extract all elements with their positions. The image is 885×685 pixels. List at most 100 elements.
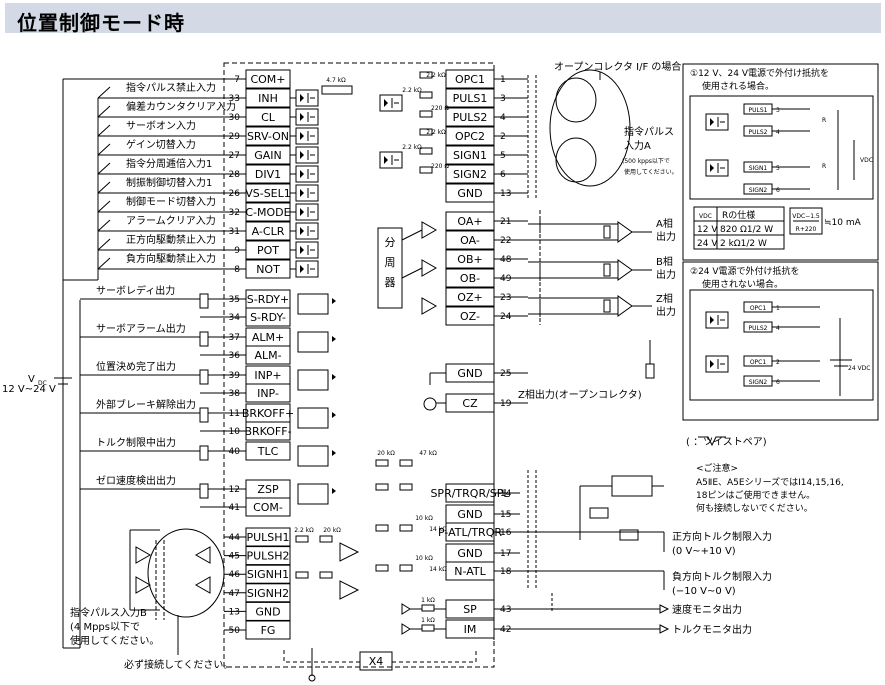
analog-gnd: GND [457, 547, 482, 560]
ext1-pin-number: 5 [776, 165, 780, 172]
pin-number: 12 [229, 485, 240, 495]
output-label: ゼロ速度検出出力 [96, 474, 176, 487]
divider-label: 周 [385, 256, 396, 269]
torque-plus-label: 正方向トルク制限入力 [672, 530, 772, 543]
input-label: 制振制御切替入力1 [126, 176, 212, 189]
resistor-label: 10 kΩ [415, 555, 433, 562]
z-phase-label: Z相 [656, 292, 673, 305]
resistor-label: 47 kΩ [419, 450, 437, 457]
input-label: 制御モード切替入力 [126, 195, 216, 208]
resistor-icon [319, 535, 333, 543]
pin-number: 40 [229, 447, 241, 457]
input-com+: COM+ [250, 73, 285, 86]
input-label: 指令分周逓倍入力1 [126, 157, 212, 170]
photocoupler-icon [295, 165, 319, 183]
pin-number: 35 [229, 295, 240, 305]
resistor-icon [399, 459, 413, 467]
a-phase-label: 出力 [656, 230, 676, 243]
pin-box [245, 441, 291, 461]
output-transistor-icon [297, 407, 329, 429]
ext1-pin-number: 6 [776, 187, 780, 194]
torque-plus-range: (0 V~+10 V) [672, 546, 736, 557]
resistor-label: 20 kΩ [323, 527, 341, 534]
output-label: サーボレディ出力 [96, 284, 175, 297]
pin-number: 43 [500, 605, 511, 615]
pin-number: 16 [500, 528, 512, 538]
input-label: 負方向駆動禁止入力 [126, 252, 216, 265]
output-s-rdy-: S-RDY- [250, 311, 286, 324]
input-a-clr: A-CLR [252, 225, 285, 238]
pin-number: 4 [500, 113, 506, 123]
note-text: 何も接続しないでください。 [696, 502, 813, 514]
pin-box [445, 69, 495, 89]
photocoupler-icon [379, 94, 403, 112]
ext2-title: 使用されない場合。 [702, 278, 783, 290]
pin-box [445, 126, 495, 146]
b-phase-label: B相 [656, 255, 673, 268]
resistor-icon [375, 459, 389, 467]
resistor-label: 2.2 kΩ [402, 144, 422, 151]
resistor-icon [603, 225, 611, 239]
vdc-label: V [28, 374, 35, 385]
photocoupler-icon [705, 113, 729, 131]
pin-number: 21 [500, 217, 511, 227]
pin-box [245, 497, 291, 517]
open-collector-label: オープンコレクタ I/F の場合 [554, 60, 681, 73]
ext1-pin-number: 3 [776, 107, 780, 114]
pin-box [445, 287, 495, 307]
photocoupler-icon [295, 108, 319, 126]
pin-number: 45 [229, 552, 240, 562]
ext2-pin-number: 1 [776, 305, 780, 312]
ext2-pin-number: 4 [776, 325, 780, 332]
resistor-icon [375, 524, 389, 532]
pin-number: 32 [229, 208, 240, 218]
ext1-formula-result: ≒10 mA [824, 218, 862, 228]
resistor-icon [399, 483, 413, 491]
output-tlc: TLC [257, 445, 279, 458]
pin-box [445, 164, 495, 184]
pin-number: 13 [229, 607, 240, 617]
input-label: アラームクリア入力 [126, 214, 216, 227]
ext1-pin-name: SIGN1 [749, 165, 768, 172]
pin-number: 34 [229, 313, 241, 323]
ext-pin-box [743, 125, 773, 137]
photocoupler-icon [295, 127, 319, 145]
pin-number: 29 [229, 132, 241, 142]
photocoupler-icon [295, 146, 319, 164]
pin-oa+: OA+ [457, 215, 482, 228]
pin-number: 27 [229, 151, 240, 161]
pin-number: 49 [500, 274, 512, 284]
resistor-label: 14 kΩ [429, 526, 447, 533]
pulse-a-label: 指令パルス [624, 125, 674, 138]
pin-number: 42 [500, 625, 511, 635]
output-brkoff+: BRKOFF+ [242, 407, 294, 420]
resistor-icon [295, 571, 309, 579]
photocoupler-icon [295, 89, 319, 107]
ext1-r-label: R [822, 163, 826, 170]
pin-box [245, 383, 291, 403]
pin-box [245, 564, 291, 584]
ext1-r-label: R [822, 117, 826, 124]
pin-number: 46 [229, 570, 241, 580]
resistor-label: 1 kΩ [421, 617, 435, 624]
pin-box [245, 620, 291, 640]
photocoupler-icon [295, 241, 319, 259]
ext-pin-box [743, 161, 773, 173]
photocoupler-icon [295, 222, 319, 240]
ext-pin-box [743, 103, 773, 115]
pin-number: 30 [229, 113, 241, 123]
analog-im: IM [464, 623, 477, 636]
input-vs-sel1: VS-SEL1 [245, 187, 291, 200]
resistor-label: 2.2 kΩ [294, 527, 314, 534]
input-label: 偏差カウンタクリア入力 [126, 100, 236, 113]
ext1-table-cell: 24 V [697, 239, 718, 249]
pin-number: 24 [500, 312, 512, 322]
pin-box [445, 619, 495, 639]
pin-sign2: SIGN2 [453, 168, 487, 181]
input-cl: CL [261, 111, 276, 124]
pin-box [245, 527, 291, 547]
ext1-table-cell: 12 V [697, 225, 718, 235]
pin-number: 6 [500, 170, 506, 180]
pin-number: 39 [229, 371, 241, 381]
resistor-label: 2.2 kΩ [402, 87, 422, 94]
